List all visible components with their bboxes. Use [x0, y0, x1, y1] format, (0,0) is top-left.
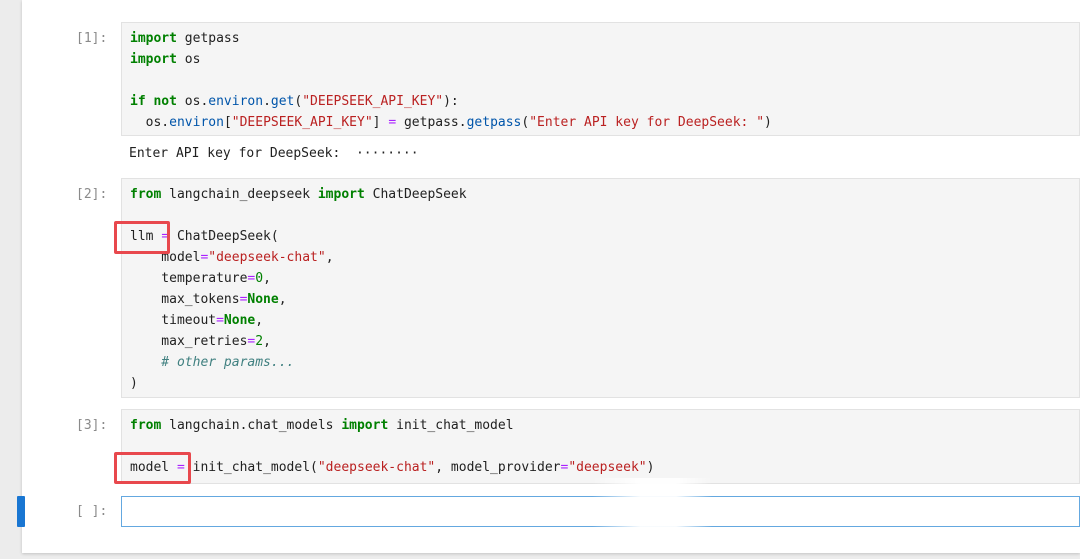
code-token: 0 [255, 271, 264, 286]
code-token: environ [169, 115, 224, 130]
code-token: get [270, 94, 295, 109]
code-token: from [130, 187, 162, 202]
code-token: # other params... [130, 355, 295, 370]
code-line: ) [130, 373, 138, 394]
code-token: getpass [466, 115, 522, 130]
code-token: , [255, 313, 264, 328]
code-token: ) [130, 376, 138, 391]
code-line: if not os.environ.get("DEEPSEEK_API_KEY"… [130, 91, 459, 112]
code-line: max_tokens=None, [130, 289, 287, 310]
code-token: llm [130, 229, 162, 244]
code-token: "DEEPSEEK_API_KEY" [231, 115, 373, 130]
code-editor[interactable]: from langchain.chat_models import init_c… [121, 409, 1080, 484]
code-token: getpass [176, 31, 240, 46]
code-token: "deepseek-chat" [317, 460, 436, 475]
code-token: "Enter API key for DeepSeek: " [529, 115, 765, 130]
code-token: = [216, 313, 224, 328]
code-token: [ [223, 115, 232, 130]
code-token: getpass. [396, 115, 467, 130]
code-token: timeout [130, 313, 217, 328]
code-line: model="deepseek-chat", [130, 247, 334, 268]
code-token: . [263, 94, 271, 109]
cell-prompt: [2]: [76, 187, 108, 202]
code-line: max_retries=2, [130, 331, 271, 352]
code-token: not [153, 94, 177, 109]
code-token: from [130, 418, 162, 433]
cell-output: Enter API key for DeepSeek: ········ [129, 146, 419, 161]
code-token: environ [208, 94, 264, 109]
code-token: max_tokens [130, 292, 240, 307]
code-token: langchain.chat_models [161, 418, 342, 433]
code-token: init_chat_model [388, 418, 514, 433]
code-token: = [560, 460, 569, 475]
code-token: "DEEPSEEK_API_KEY" [302, 94, 444, 109]
code-token: = [200, 250, 209, 265]
empty-code-input[interactable] [121, 496, 1080, 527]
code-line: from langchain_deepseek import ChatDeepS… [130, 184, 467, 205]
highlight-model-variable [114, 452, 191, 484]
code-token: = [247, 334, 256, 349]
code-token: import [341, 418, 389, 433]
code-token: model [130, 250, 201, 265]
code-token: None [247, 292, 279, 307]
code-token: import [130, 52, 177, 67]
active-cell-indicator [17, 496, 25, 527]
code-token: ] [372, 115, 389, 130]
code-line: import getpass [130, 28, 240, 49]
code-token: , [325, 250, 334, 265]
code-token: os [176, 52, 201, 67]
code-token: , [263, 334, 271, 349]
code-line: import os [130, 49, 200, 70]
code-token: ): [443, 94, 459, 109]
code-token: os. [176, 94, 209, 109]
code-token: = [161, 229, 170, 244]
code-token: import [130, 31, 177, 46]
code-line: # other params... [130, 352, 294, 373]
code-token: , [263, 271, 271, 286]
code-token: = [176, 460, 185, 475]
code-token: ) [764, 115, 772, 130]
code-token: "deepseek-chat" [208, 250, 326, 265]
code-token: temperature [130, 271, 248, 286]
code-token: , [278, 292, 287, 307]
cell-prompt: [3]: [76, 418, 108, 433]
code-token: None [223, 313, 256, 328]
code-token: "deepseek" [568, 460, 647, 475]
code-token: = [239, 292, 248, 307]
code-line: from langchain.chat_models import init_c… [130, 415, 514, 436]
code-line: model = init_chat_model("deepseek-chat",… [130, 457, 654, 478]
code-token: 2 [255, 334, 264, 349]
code-token: ( [294, 94, 303, 109]
code-line: llm = ChatDeepSeek( [130, 226, 279, 247]
code-token: langchain_deepseek [161, 187, 318, 202]
code-token: model [130, 460, 177, 475]
code-line: timeout=None, [130, 310, 263, 331]
code-token: ChatDeepSeek [364, 187, 467, 202]
code-token: if [130, 94, 146, 109]
code-token: ) [646, 460, 655, 475]
code-token: max_retries [130, 334, 248, 349]
empty-cell-prompt: [ ]: [76, 504, 108, 519]
code-token: = [247, 271, 256, 286]
code-token: ( [521, 115, 530, 130]
cell-prompt: [1]: [76, 31, 108, 46]
code-token: init_chat_model( [184, 460, 318, 475]
code-line: temperature=0, [130, 268, 271, 289]
code-token: , model_provider [435, 460, 561, 475]
code-token: os. [130, 115, 170, 130]
code-token: import [317, 187, 365, 202]
code-token: ChatDeepSeek( [169, 229, 279, 244]
highlight-llm-variable [114, 221, 170, 254]
code-token: = [388, 115, 397, 130]
code-line: os.environ["DEEPSEEK_API_KEY"] = getpass… [130, 112, 772, 133]
code-editor[interactable]: from langchain_deepseek import ChatDeepS… [121, 178, 1080, 398]
